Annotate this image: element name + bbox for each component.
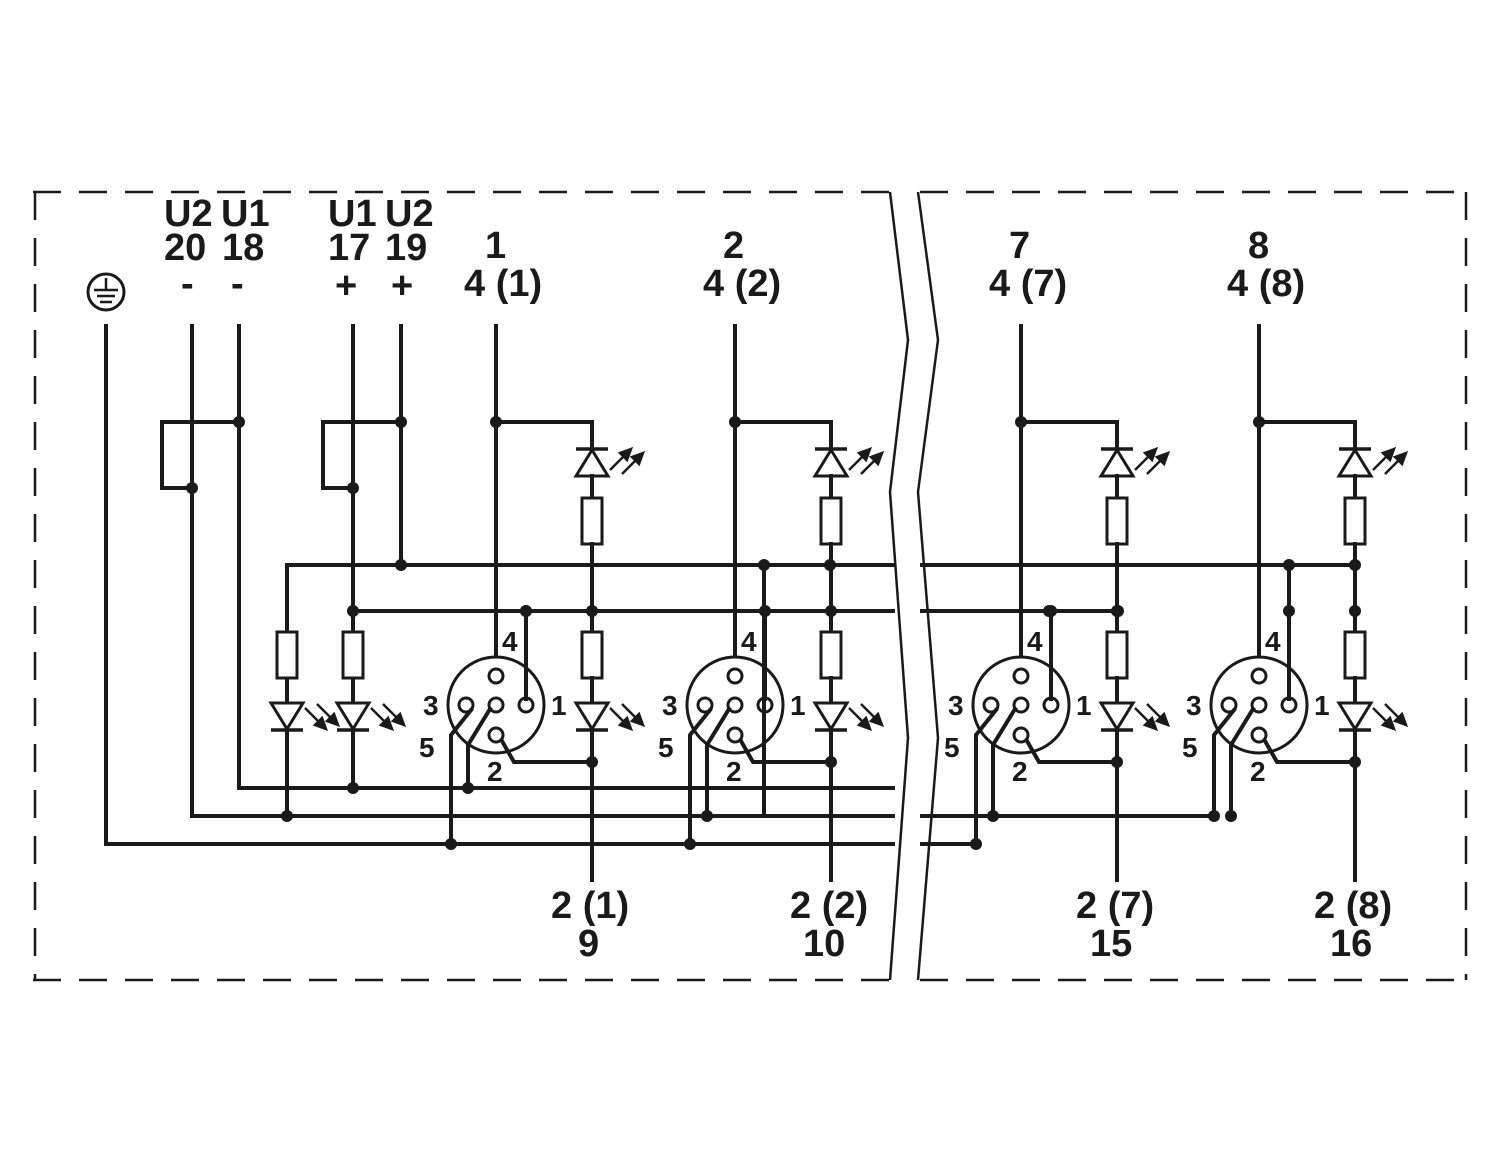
pin-5-label: 5 (1182, 732, 1198, 763)
power-led-u1 (334, 630, 407, 732)
pin-3-label: 3 (662, 690, 678, 721)
ground-icon (86, 272, 126, 312)
u2-plus-name: U2 (385, 193, 434, 235)
channel-1-bottom-index: 9 (578, 923, 599, 965)
pin-4-label: 4 (1265, 626, 1281, 657)
channel-1-bottom-label: 2 (1) (551, 885, 629, 927)
pin-2-label: 2 (487, 756, 503, 787)
channel-7-top-label: 4 (7) (989, 263, 1067, 305)
pin-5-label: 5 (944, 732, 960, 763)
u1-plus-number: 17 (328, 227, 370, 269)
u2-minus-sign: - (181, 263, 194, 305)
channel-module-1: 4 3 1 5 2 (419, 324, 766, 882)
pin-4-label: 4 (741, 626, 757, 657)
pin-1-label: 1 (1314, 690, 1330, 721)
channel-2-bottom-index: 10 (803, 923, 845, 965)
pin-2-label: 2 (1250, 756, 1266, 787)
pin-3-label: 3 (1186, 690, 1202, 721)
pin-1-label: 1 (1076, 690, 1092, 721)
channel-1-top-label: 4 (1) (464, 263, 542, 305)
frame (33, 190, 1468, 982)
channel-7-bottom-label: 2 (7) (1076, 885, 1154, 927)
pin-4-label: 4 (502, 626, 518, 657)
channel-7-top-index: 7 (1009, 225, 1030, 267)
channel-8-bottom-index: 16 (1330, 923, 1372, 965)
pin-1-label: 1 (790, 690, 806, 721)
u1-minus-number: 18 (222, 227, 264, 269)
u2-minus-number: 20 (164, 227, 206, 269)
channel-2-top-index: 2 (723, 225, 744, 267)
break-symbol (888, 191, 940, 981)
channel-7-bottom-index: 15 (1090, 923, 1132, 965)
junction-dot (824, 559, 836, 571)
pin-2-label: 2 (726, 756, 742, 787)
channel-modules: 4 3 1 5 2 4 3 1 5 2 4 3 1 5 2 4 3 1 5 2 (419, 324, 1409, 882)
channel-8-top-label: 4 (8) (1227, 263, 1305, 305)
channel-module-3: 4 3 1 5 2 (944, 324, 1291, 882)
channel-module-2: 4 3 1 5 2 (658, 324, 1005, 882)
u1-plus-sign: + (335, 265, 357, 307)
pin-1-label: 1 (551, 690, 567, 721)
channel-1-top-index: 1 (485, 225, 506, 267)
channel-8-top-index: 8 (1248, 225, 1269, 267)
pin-3-label: 3 (948, 690, 964, 721)
channel-2-top-label: 4 (2) (703, 263, 781, 305)
channel-2-bottom-label: 2 (2) (790, 885, 868, 927)
pin-5-label: 5 (658, 732, 674, 763)
u1-plus-name: U1 (328, 193, 377, 235)
u2-plus-number: 19 (385, 227, 427, 269)
u2-minus-name: U2 (164, 193, 213, 235)
channel-module-4: 4 3 1 5 2 (1182, 324, 1409, 882)
pin-4-label: 4 (1027, 626, 1043, 657)
channel-8-bottom-label: 2 (8) (1314, 885, 1392, 927)
pin-5-label: 5 (419, 732, 435, 763)
channel-labels: 1 4 (1) 2 (1) 9 2 4 (2) 2 (2) 10 7 4 (7)… (464, 225, 1392, 965)
junction-dot (1112, 605, 1124, 617)
u1-minus-name: U1 (221, 193, 270, 235)
pin-3-label: 3 (423, 690, 439, 721)
terminal-labels: U2 U1 20 18 - - U1 U2 17 19 + + (164, 193, 434, 307)
pin-2-label: 2 (1012, 756, 1028, 787)
power-led-u2 (268, 630, 341, 732)
junction-dot (520, 605, 532, 617)
u1-minus-sign: - (231, 263, 244, 305)
u2-plus-sign: + (391, 265, 413, 307)
